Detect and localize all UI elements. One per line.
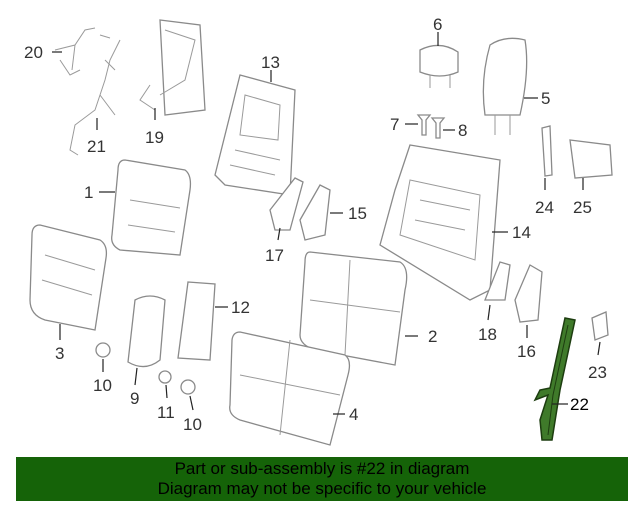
callout-19: 19 (145, 128, 164, 147)
part-15-bracket (299, 184, 343, 241)
part-10-clip-a (95, 342, 111, 372)
part-8-pin (430, 117, 455, 139)
part-23-clip (591, 311, 609, 356)
part-19-frame (139, 19, 206, 120)
part-25-panel (569, 139, 613, 190)
callout-12: 12 (231, 298, 250, 317)
part-1-seatback (99, 159, 192, 256)
callout-9: 9 (130, 389, 139, 408)
callout-25: 25 (573, 198, 592, 217)
callout-14: 14 (512, 223, 531, 242)
callout-2: 2 (428, 327, 437, 346)
part-21-harness (69, 39, 121, 156)
banner-line-2: Diagram may not be specific to your vehi… (157, 479, 487, 498)
callout-23: 23 (588, 363, 607, 382)
part-14-frame (379, 144, 508, 301)
part-22-highlighted (533, 317, 576, 441)
part-20-harness (52, 27, 111, 76)
part-12-panel (177, 281, 228, 361)
part-10-clip-b (180, 379, 196, 411)
callout-8: 8 (458, 121, 467, 140)
info-banner: Part or sub-assembly is #22 in diagram D… (16, 457, 628, 501)
banner-line-1: Part or sub-assembly is #22 in diagram (174, 459, 470, 478)
callout-20: 20 (24, 43, 43, 62)
part-2-cushion (299, 251, 418, 366)
part-4-cushion (229, 331, 351, 446)
callout-21: 21 (87, 137, 106, 156)
part-24-bar (541, 125, 553, 190)
callout-10b: 10 (183, 415, 202, 434)
callout-5: 5 (541, 89, 550, 108)
callout-6: 6 (433, 15, 442, 34)
callout-13: 13 (261, 53, 280, 72)
callout-11: 11 (157, 403, 175, 422)
part-16-bracket (514, 264, 543, 338)
callout-22: 22 (570, 395, 589, 414)
part-11-nut (158, 370, 172, 399)
part-17-bracket (269, 177, 304, 241)
part-3-cushion (29, 224, 108, 340)
callout-1: 1 (84, 183, 93, 202)
callout-16: 16 (517, 342, 536, 361)
part-18-bracket (484, 261, 511, 321)
part-5-headrest (482, 37, 538, 135)
part-7-pin (405, 114, 432, 136)
part-13-frame (214, 70, 296, 196)
callout-15: 15 (348, 204, 367, 223)
part-6-headrest (419, 32, 459, 88)
callout-3: 3 (55, 344, 64, 363)
callout-24: 24 (535, 198, 554, 217)
callout-10a: 10 (93, 376, 112, 395)
callout-4: 4 (349, 405, 358, 424)
callout-labels: 20 21 19 13 6 5 7 8 1 24 25 15 14 17 12 … (24, 15, 607, 434)
part-9-armrest (127, 295, 166, 386)
callout-17: 17 (265, 246, 284, 265)
callout-7: 7 (390, 115, 399, 134)
callout-18: 18 (478, 325, 497, 344)
